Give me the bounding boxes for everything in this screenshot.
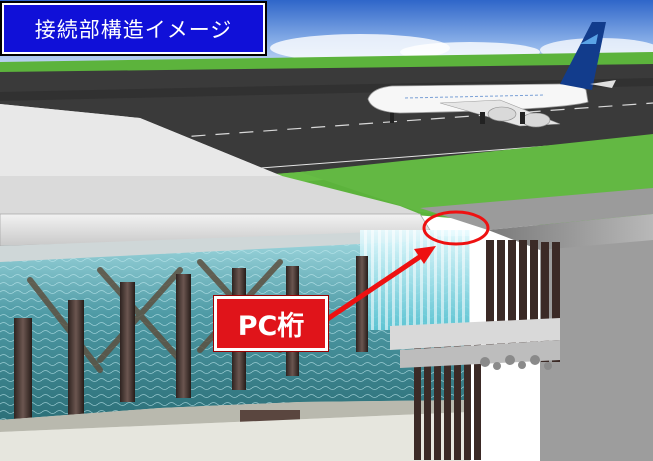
footing (390, 318, 560, 350)
sheet-piles (414, 240, 560, 460)
abutment-top (420, 188, 653, 230)
under-deck (0, 230, 440, 262)
pc-girder-callout: PC桁 (213, 295, 329, 352)
callout-arrow (323, 251, 427, 323)
rubble (480, 355, 552, 370)
title-box: 接続部構造イメージ (0, 1, 267, 56)
page-title: 接続部構造イメージ (34, 17, 233, 42)
pc-girder-label: PC桁 (237, 311, 305, 342)
highlight-ellipse (422, 210, 490, 246)
airplane-icon (367, 22, 616, 128)
runway-shoulder (0, 78, 653, 101)
